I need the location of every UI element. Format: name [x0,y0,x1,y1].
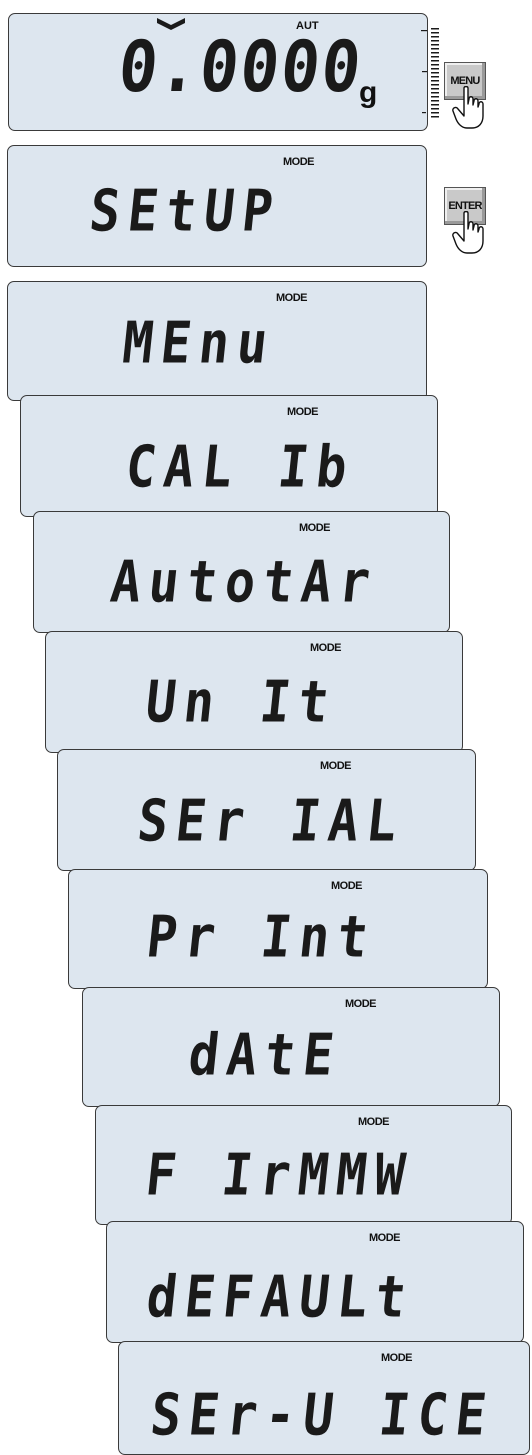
display-text-calib: CAL Ib [122,433,359,501]
display-text-serial: SEr IAL [134,787,409,855]
display-text-default: dEFAULt [143,1263,418,1331]
mode-indicator: MODE [381,1352,413,1364]
lcd-serial: MODE SEr IAL [57,749,476,871]
mode-indicator: MODE [345,998,377,1010]
aut-indicator: AUT [296,20,319,32]
pointing-hand-icon [452,211,484,254]
display-text-service: SEr-U ICE [147,1381,498,1449]
display-text-menu: MEnu [119,309,279,377]
enter-button[interactable]: ENTER [444,187,486,255]
lcd-print: MODE Pr Int [68,869,488,989]
lcd-default: MODE dEFAULt [106,1221,524,1343]
mode-indicator: MODE [287,406,319,418]
display-text-firmware: F IrMMW [142,1141,417,1209]
display-text-date: dAtE [185,1021,345,1089]
lcd-date: MODE dAtE [82,987,500,1107]
mode-indicator: MODE [283,156,315,168]
mode-indicator: MODE [358,1116,390,1128]
display-text-autotar: AutotAr [107,548,382,616]
lcd-unit: MODE Un It [45,631,463,753]
unit-indicator: g [359,76,378,109]
display-text-setup: SEtUP [86,177,285,245]
mode-indicator: MODE [310,642,342,654]
lcd-calib: MODE CAL Ib [20,395,438,517]
weight-reading: 0.0000 [114,27,367,109]
menu-button[interactable]: MENU [444,62,486,130]
lcd-autotar: MODE AutotAr [33,511,450,633]
display-text-print: Pr Int [143,903,380,971]
mode-indicator: MODE [320,760,352,772]
weight-display: AUT 0.0000 g [8,13,439,131]
lcd-setup: MODE SEtUP [7,145,427,267]
load-bargraph-icon [421,28,439,118]
mode-indicator: MODE [369,1232,401,1244]
pointing-hand-icon [452,86,484,129]
lcd-service: MODE SEr-U ICE [118,1341,530,1455]
stability-indicator-icon [157,18,185,30]
lcd-firmware: MODE F IrMMW [95,1105,512,1225]
mode-indicator: MODE [331,880,363,892]
lcd-menu: MODE MEnu [7,281,427,401]
mode-indicator: MODE [299,522,331,534]
mode-indicator: MODE [276,292,308,304]
display-text-unit: Un It [142,668,341,736]
